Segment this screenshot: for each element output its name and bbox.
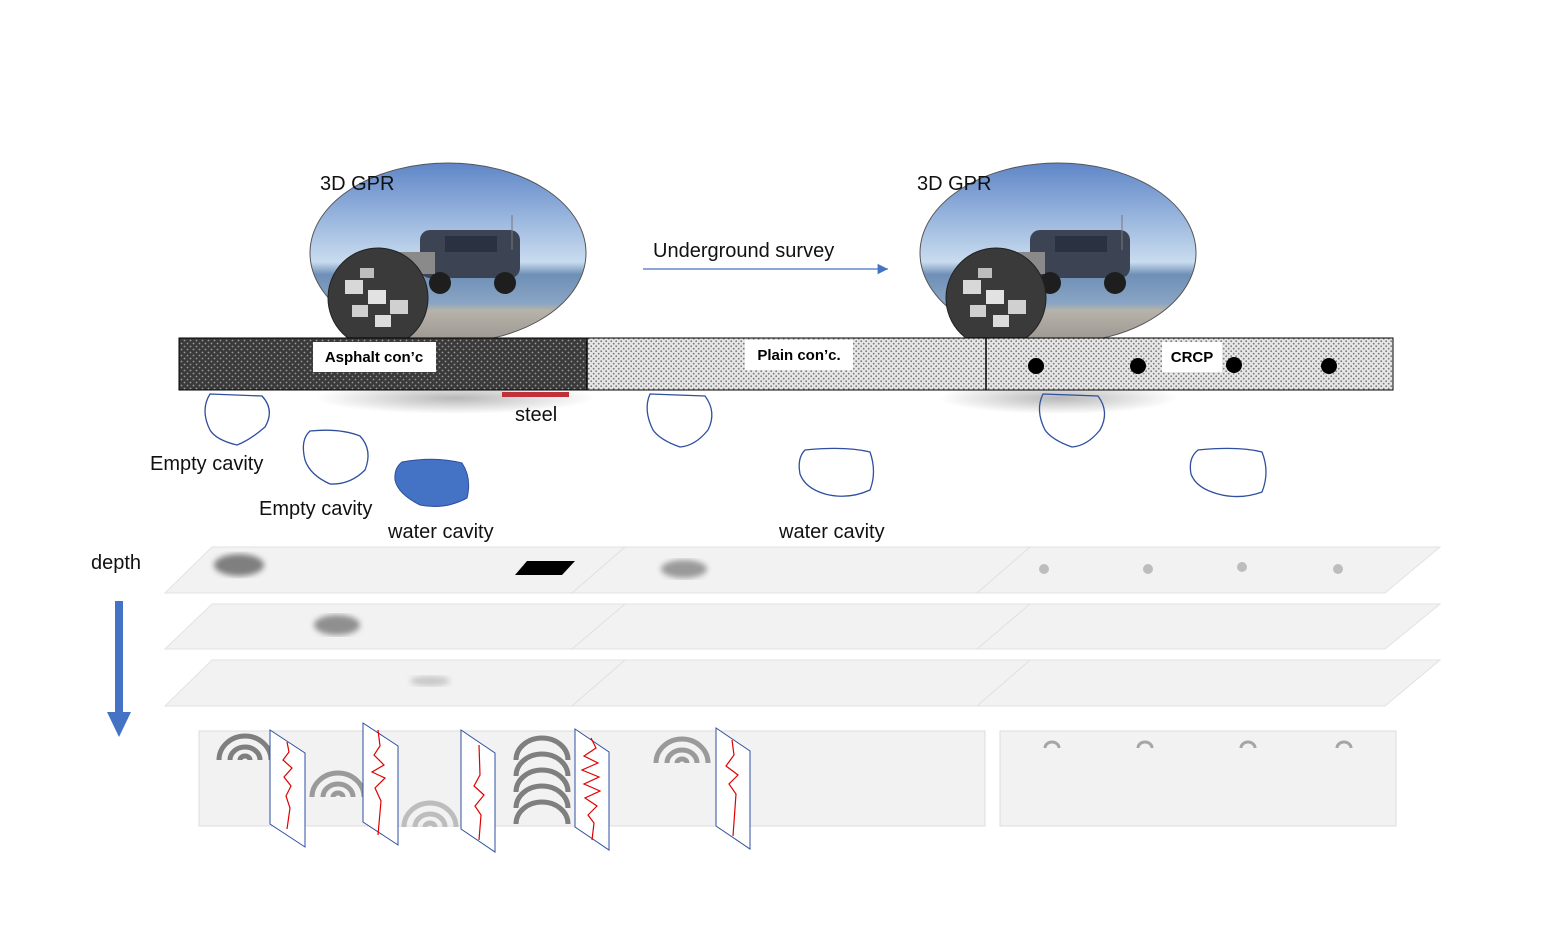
ascan-trace-card (460, 729, 496, 853)
trace-card-group (269, 722, 751, 853)
rebar-icon (1028, 358, 1044, 374)
gpr-label-2: 3D GPR (917, 173, 991, 195)
bscan-panel-right (999, 730, 1397, 827)
crcp-label: CRCP (1171, 349, 1214, 366)
depth-slice-1 (163, 546, 1442, 594)
asphalt-label: Asphalt con’c (325, 349, 423, 366)
water-cavity-label-2: water cavity (778, 521, 885, 543)
empty-cavity-shape (1189, 447, 1267, 498)
antenna-detail (963, 268, 1026, 327)
crcp-label-box (1162, 342, 1222, 372)
plain-label-box (745, 340, 853, 370)
gpr-unit-2: 3D GPR (917, 162, 1197, 349)
steel-label: steel (515, 404, 557, 426)
depth-slice-2 (163, 603, 1442, 650)
water-cavity-shape (798, 447, 875, 497)
empty-cavity-label-1: Empty cavity (150, 453, 263, 475)
survey-label: Underground survey (653, 240, 834, 262)
hyperbola-icon (309, 770, 367, 798)
empty-cavity-shape (1038, 393, 1106, 448)
steel-bar-icon (502, 392, 569, 397)
rebar-hyperbola-icon (1043, 740, 1353, 749)
gpr-unit-1: 3D GPR (309, 162, 587, 349)
hyperbola-icon (401, 800, 459, 828)
empty-cavity-shape (302, 429, 369, 485)
depth-slice-3 (163, 659, 1442, 707)
hyperbola-icon (653, 736, 711, 764)
water-cavity-label-1: water cavity (387, 521, 494, 543)
pavement-strip: Asphalt con’c Plain con’c. CRCP (178, 337, 1394, 391)
depth-arrow-shaft (115, 601, 123, 713)
asphalt-label-box (313, 342, 436, 372)
empty-cavity-shape (204, 393, 270, 446)
rebar-icon (1130, 358, 1146, 374)
multiple-reflection-icon (513, 735, 571, 825)
antenna-detail (345, 268, 408, 327)
ascan-trace-card (362, 722, 399, 846)
ascan-trace-card (715, 727, 751, 850)
rebar-icon (1226, 357, 1242, 373)
plain-concrete-label: Plain con’c. (757, 347, 840, 364)
hyperbola-icon (216, 733, 274, 761)
hyperbola-group (216, 733, 1353, 828)
cavity-group (204, 393, 1267, 498)
empty-cavity-label-2: Empty cavity (259, 498, 372, 520)
depth-label: depth (91, 552, 141, 574)
ascan-trace-card (574, 728, 610, 851)
ascan-trace-card (269, 729, 306, 848)
water-cavity-filled-shape (394, 458, 470, 507)
vehicle-icon (1005, 215, 1130, 294)
empty-cavity-shape (646, 393, 713, 448)
depth-arrow-icon (107, 712, 131, 737)
rebar-icon (1321, 358, 1337, 374)
gpr-label-1: 3D GPR (320, 173, 394, 195)
